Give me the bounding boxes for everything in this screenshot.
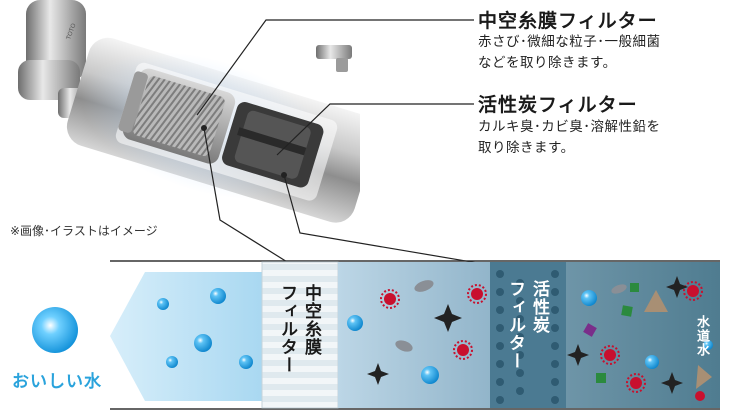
carbon-dots (496, 270, 559, 404)
mid-zone-particles (347, 280, 487, 385)
clean-water-drop (32, 307, 78, 353)
faucet-illustration: TOTO (18, 0, 360, 223)
clean-water-label: おいしい水 (12, 372, 102, 392)
image-note: ※画像･イラストはイメージ (10, 224, 158, 238)
hollow-fiber-band (261, 261, 339, 409)
activated-carbon-desc-line1: カルキ臭･カビ臭･溶解性鉛を (478, 119, 661, 135)
tap-water-label: 水道水 (694, 315, 709, 357)
activated-carbon-desc-line2: 取り除きます。 (478, 140, 575, 156)
tap-zone-particles (567, 276, 713, 401)
faucet-spout (66, 37, 360, 223)
carbon-band (490, 262, 566, 408)
activated-carbon-cartridge (222, 102, 324, 188)
mid-water-zone (338, 262, 490, 408)
hollow-fiber-desc-line2: などを取り除きます。 (478, 55, 617, 71)
clean-water-zone (110, 272, 262, 401)
clean-zone-bubbles (157, 288, 253, 369)
hollow-fiber-band-label-col2: フィルター (277, 284, 297, 374)
hollow-fiber-desc-line1: 赤さび･微細な粒子･一般細菌 (478, 34, 661, 50)
hollow-fiber-title: 中空糸膜フィルター (478, 10, 658, 32)
activated-carbon-title: 活性炭フィルター (478, 94, 638, 116)
hollow-fiber-band-label-col1: 中空糸膜 (301, 284, 321, 356)
carbon-band-label-col2: フィルター (505, 280, 525, 370)
hollow-fiber-cartridge (118, 68, 236, 164)
faucet-handle (316, 45, 352, 72)
carbon-band-label-col1: 活性炭 (529, 280, 549, 334)
